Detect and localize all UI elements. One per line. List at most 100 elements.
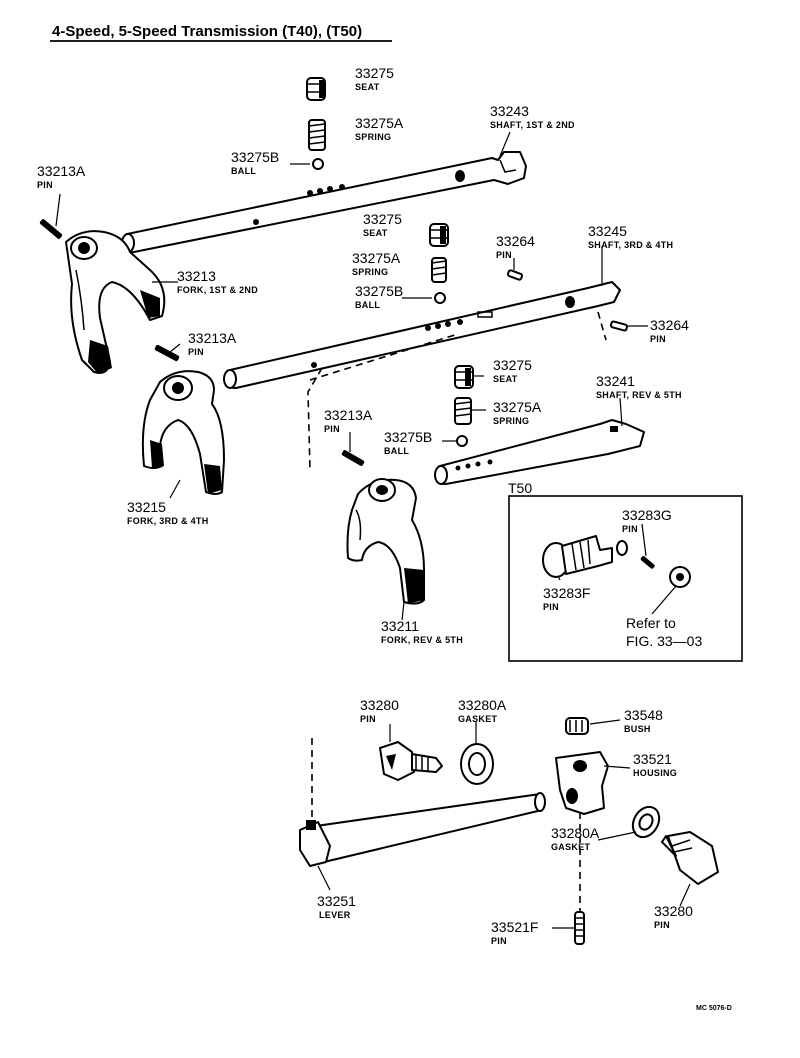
part-description: SPRING (355, 132, 391, 142)
callout-shaft-rev-5th: 33241 SHAFT, REV & 5TH (596, 373, 682, 400)
shaft-1st-2nd (120, 151, 527, 254)
part-description: BALL (384, 446, 409, 456)
plug-screw (669, 566, 691, 588)
part-description: PIN (496, 250, 512, 260)
callout-pin-33264-lower: 33264 PIN (650, 317, 689, 344)
callout-pin-33264-upper: 33264 PIN (496, 233, 535, 260)
part-description: BALL (355, 300, 380, 310)
part-description: SHAFT, 3RD & 4TH (588, 240, 673, 250)
callout-fork-rev-5th: 33211 FORK, REV & 5TH (381, 618, 463, 645)
t50-inset-title: T50 (508, 480, 532, 496)
ball-3 (456, 435, 468, 447)
callout-pin-33280-lower: 33280 PIN (654, 903, 693, 930)
t50-inset-frame (508, 495, 743, 662)
callout-lever: 33251 LEVER (317, 893, 356, 920)
gasket-33280a-upper (460, 743, 494, 785)
part-description: LEVER (319, 910, 351, 920)
part-description: PIN (491, 936, 507, 946)
seat-1 (306, 77, 326, 101)
part-number: 33548 (624, 707, 663, 723)
lever-33251 (299, 792, 546, 867)
pin-33264-upper (506, 269, 524, 281)
pin-33264-lower (609, 320, 629, 332)
spring-3 (454, 397, 472, 425)
part-number: 33243 (490, 103, 529, 119)
part-number: 33280A (551, 825, 600, 841)
part-number: 33215 (127, 499, 166, 515)
pin-33280-lower (661, 831, 719, 885)
fork-rev-5th (346, 478, 425, 605)
callout-gasket-lower: 33280A GASKET (551, 825, 600, 852)
part-description: PIN (543, 602, 559, 612)
part-description: PIN (324, 424, 340, 434)
pin-33213a-3 (341, 450, 365, 466)
inset-note-line-2: FIG. 33—03 (626, 633, 702, 649)
part-description: SEAT (493, 374, 518, 384)
part-description: FORK, 1ST & 2ND (177, 285, 258, 295)
part-description: PIN (650, 334, 666, 344)
pin-33213a-1 (39, 219, 63, 239)
part-number: 33275 (363, 211, 402, 227)
seat-2 (429, 223, 449, 247)
part-number: 33275A (352, 250, 401, 266)
pin-33521f (574, 911, 585, 945)
callout-bush: 33548 BUSH (624, 707, 663, 734)
callout-pin-33521f: 33521F PIN (491, 919, 538, 946)
callout-pin-2: 33213A PIN (188, 330, 237, 357)
callout-spring-3: 33275A SPRING (493, 399, 542, 426)
pin-33280-upper (379, 741, 443, 781)
callout-pin-33283f: 33283F PIN (543, 585, 590, 612)
part-number: 33275A (355, 115, 404, 131)
leader-lines (55, 131, 691, 929)
part-number: 33245 (588, 223, 627, 239)
housing-33521 (555, 751, 609, 815)
part-description: GASKET (551, 842, 591, 852)
part-description: GASKET (458, 714, 498, 724)
callout-shaft-1st-2nd: 33243 SHAFT, 1ST & 2ND (490, 103, 575, 130)
part-number: 33521F (491, 919, 538, 935)
part-number: 33275B (355, 283, 403, 299)
part-number: 33283G (622, 507, 672, 523)
spring-1 (308, 119, 326, 151)
callout-seat-1: 33275 SEAT (355, 65, 394, 92)
part-description: SPRING (352, 267, 388, 277)
callout-pin-33283g: 33283G PIN (622, 507, 672, 534)
diagram-title: 4-Speed, 5-Speed Transmission (T40), (T5… (52, 23, 362, 40)
shaft-3rd-4th (223, 281, 621, 389)
callout-housing: 33521 HOUSING (633, 751, 677, 778)
callout-pin-1: 33213A PIN (37, 163, 86, 190)
callout-ball-2: 33275B BALL (355, 283, 403, 310)
callout-pin-3: 33213A PIN (324, 407, 373, 434)
guide-line-3 (597, 311, 607, 341)
callout-pin-33280-upper: 33280 PIN (360, 697, 399, 724)
callout-seat-3: 33275 SEAT (493, 357, 532, 384)
part-description: SEAT (363, 228, 388, 238)
ball-1 (312, 158, 324, 170)
part-number: 33213A (37, 163, 86, 179)
part-number: 33241 (596, 373, 635, 389)
callout-fork-3rd-4th: 33215 FORK, 3RD & 4TH (127, 499, 209, 526)
guide-line-2 (309, 333, 459, 381)
guide-line-1 (307, 367, 323, 471)
callout-spring-2: 33275A SPRING (352, 250, 401, 277)
part-description: PIN (188, 347, 204, 357)
callout-gasket-upper: 33280A GASKET (458, 697, 507, 724)
part-description: SHAFT, REV & 5TH (596, 390, 682, 400)
part-description: SPRING (493, 416, 529, 426)
shaft-rev-5th (434, 419, 645, 485)
part-number: 33275A (493, 399, 542, 415)
spring-2 (431, 257, 447, 283)
part-description: FORK, REV & 5TH (381, 635, 463, 645)
part-description: HOUSING (633, 768, 677, 778)
part-description: PIN (360, 714, 376, 724)
callout-seat-2: 33275 SEAT (363, 211, 402, 238)
ball-2 (434, 292, 446, 304)
callout-shaft-3rd-4th: 33245 SHAFT, 3RD & 4TH (588, 223, 673, 250)
part-description: PIN (654, 920, 670, 930)
part-number: 33213A (188, 330, 237, 346)
part-number: 33275B (384, 429, 432, 445)
part-description: PIN (37, 180, 53, 190)
callout-ball-3: 33275B BALL (384, 429, 432, 456)
part-description: FORK, 3RD & 4TH (127, 516, 209, 526)
